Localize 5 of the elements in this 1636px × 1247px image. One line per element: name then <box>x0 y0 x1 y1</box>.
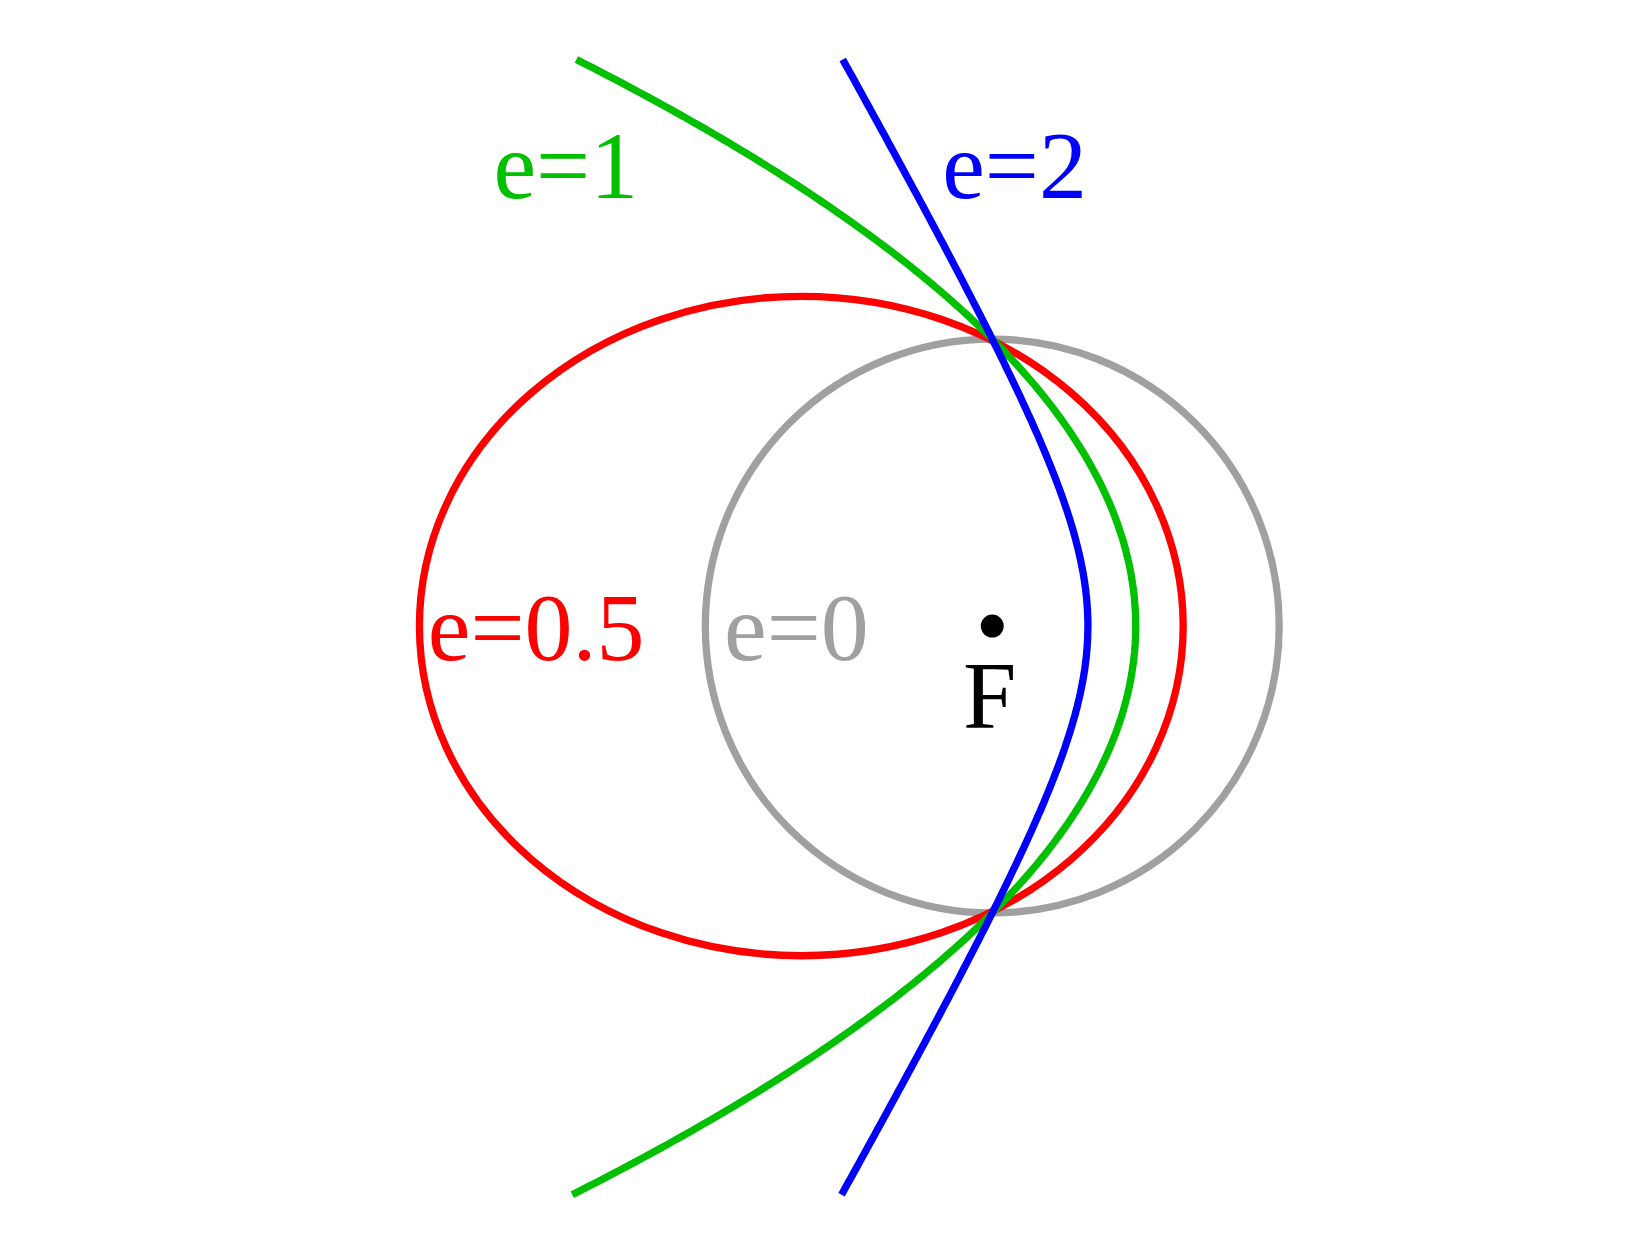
eccentricity-label: e=1 <box>493 117 639 214</box>
eccentricity-label: e=2 <box>942 117 1087 214</box>
focus-label: F <box>963 647 1017 744</box>
eccentricity-label: e=0 <box>724 580 869 677</box>
eccentricity-label: e=0.5 <box>427 580 645 677</box>
